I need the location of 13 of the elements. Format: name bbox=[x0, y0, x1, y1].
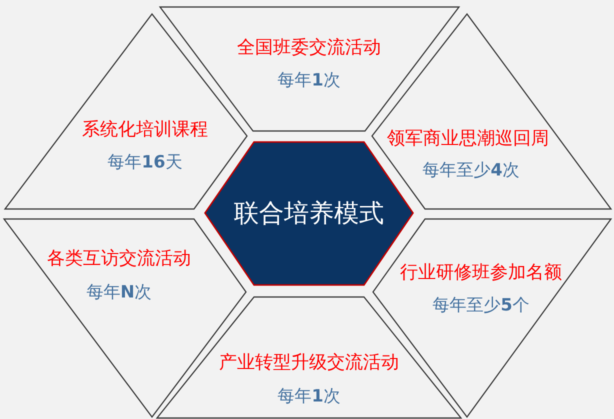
center-title: 联合培养模式 bbox=[234, 199, 384, 230]
frequency-text: 每年N次 bbox=[86, 282, 152, 304]
activity-title: 领军商业思潮巡回周 bbox=[387, 127, 549, 150]
frequency-text: 每年16天 bbox=[108, 152, 182, 174]
frequency-text: 每年1次 bbox=[278, 386, 340, 408]
activity-title: 各类互访交流活动 bbox=[47, 247, 191, 270]
activity-title: 产业转型升级交流活动 bbox=[219, 351, 399, 374]
frequency-text: 每年1次 bbox=[278, 70, 340, 92]
activity-title: 行业研修班参加名额 bbox=[400, 261, 562, 284]
activity-title: 全国班委交流活动 bbox=[237, 36, 381, 59]
activity-title: 系统化培训课程 bbox=[82, 118, 208, 141]
frequency-text: 每年至少5个 bbox=[432, 294, 530, 316]
frequency-text: 每年至少4次 bbox=[422, 160, 520, 182]
